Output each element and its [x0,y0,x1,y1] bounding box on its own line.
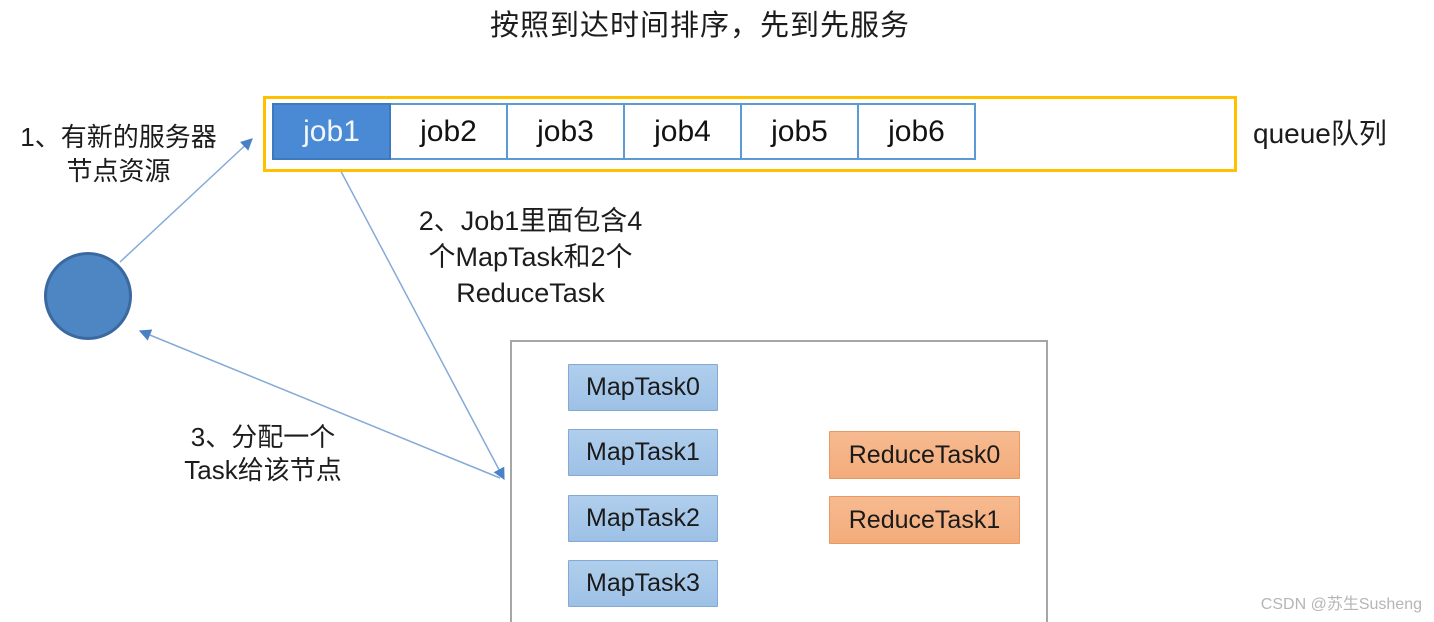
queue-cell-job1: job1 [272,103,391,160]
queue-cell-job6: job6 [857,103,976,160]
note-assign-task: 3、分配一个 Task给该节点 [133,421,393,487]
note-job1-contents: 2、Job1里面包含4 个MapTask和2个 ReduceTask [378,203,683,311]
map-task-0: MapTask0 [568,364,718,411]
queue-cell-job3: job3 [506,103,625,160]
note1-line2: 节点资源 [66,156,171,186]
job-queue-row: job1 job2 job3 job4 job5 job6 [272,103,976,160]
csdn-watermark: CSDN @苏生Susheng [1260,596,1422,613]
map-task-1: MapTask1 [568,429,718,476]
queue-cell-job2: job2 [389,103,508,160]
queue-label: queue队列 [1253,118,1387,149]
reduce-task-1: ReduceTask1 [829,496,1020,544]
note1-line1: 1、有新的服务器 [20,122,217,152]
queue-cell-job4: job4 [623,103,742,160]
map-task-2: MapTask2 [568,495,718,542]
note-new-server-node: 1、有新的服务器 节点资源 [0,120,237,188]
queue-cell-job5: job5 [740,103,859,160]
note3-line2: Task给该节点 [184,455,342,485]
diagram-title: 按照到达时间排序，先到先服务 [489,10,910,42]
note2-line2: 个MapTask和2个 [428,242,633,272]
server-node-circle [44,252,132,340]
note2-line1: 2、Job1里面包含4 [418,206,643,236]
note3-line1: 3、分配一个 [190,422,336,452]
map-task-3: MapTask3 [568,560,718,607]
note2-line3: ReduceTask [456,278,605,308]
reduce-task-0: ReduceTask0 [829,431,1020,479]
